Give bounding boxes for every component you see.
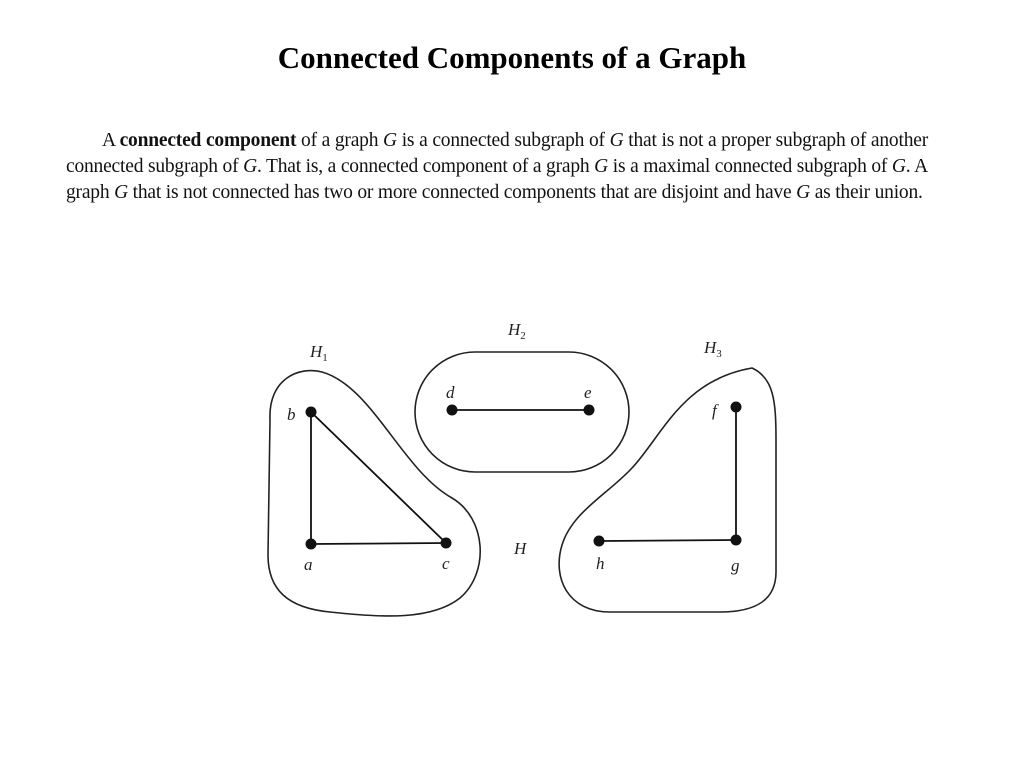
edge-h-g (598, 539, 737, 542)
label-c: c (442, 554, 450, 573)
var-g: G (609, 130, 624, 151)
text-run: . A graph (66, 156, 928, 203)
page-title: Connected Components of a Graph (277, 40, 747, 75)
text-run: A (102, 130, 120, 151)
component-h2-outline (414, 351, 630, 473)
component-label-h2: H2 (507, 320, 526, 342)
vertices (305, 401, 742, 550)
definition-paragraph: A connected component of a graph G is a … (66, 128, 928, 206)
text-run: that is not a proper subgraph of another… (66, 130, 928, 177)
edges (310, 407, 737, 545)
label-h: h (596, 554, 605, 573)
label-g: g (731, 556, 740, 575)
vertex-g (730, 534, 742, 546)
edge-a-c (310, 542, 447, 545)
component-label-h1: H1 (309, 342, 328, 364)
label-b: b (287, 405, 296, 424)
vertex-b (305, 406, 317, 418)
text-run: is a maximal connected subgraph of (608, 156, 892, 177)
term-connected-component: connected component (119, 130, 297, 151)
text-run: is a connected subgraph of (396, 130, 610, 151)
graph-label-h: H (513, 539, 528, 558)
var-g: G (594, 156, 609, 177)
vertex-h (593, 535, 605, 547)
vertex-d (446, 404, 458, 416)
var-g: G (114, 182, 128, 203)
component-h3-outline (558, 367, 777, 613)
text-run: that is not connected has two or more co… (127, 182, 797, 203)
var-g: G (891, 156, 906, 177)
vertex-a (305, 538, 317, 550)
vertex-e (583, 404, 595, 416)
vertex-f (730, 401, 742, 413)
label-a: a (304, 555, 313, 574)
text-run: . That is, a connected component of a gr… (257, 156, 595, 177)
label-f: f (712, 401, 719, 420)
component-label-h3: H3 (703, 338, 722, 360)
vertex-labels: a b c d e f g h (287, 383, 740, 575)
label-d: d (446, 383, 455, 402)
component-h1-outline (267, 369, 481, 617)
var-g: G (383, 130, 397, 151)
vertex-c (440, 537, 452, 549)
text-run: of a graph (296, 130, 384, 151)
label-e: e (584, 383, 592, 402)
var-g: G (796, 182, 811, 203)
text-run: as their union. (810, 182, 923, 203)
var-g: G (243, 156, 257, 177)
edge-b-c (310, 411, 447, 544)
